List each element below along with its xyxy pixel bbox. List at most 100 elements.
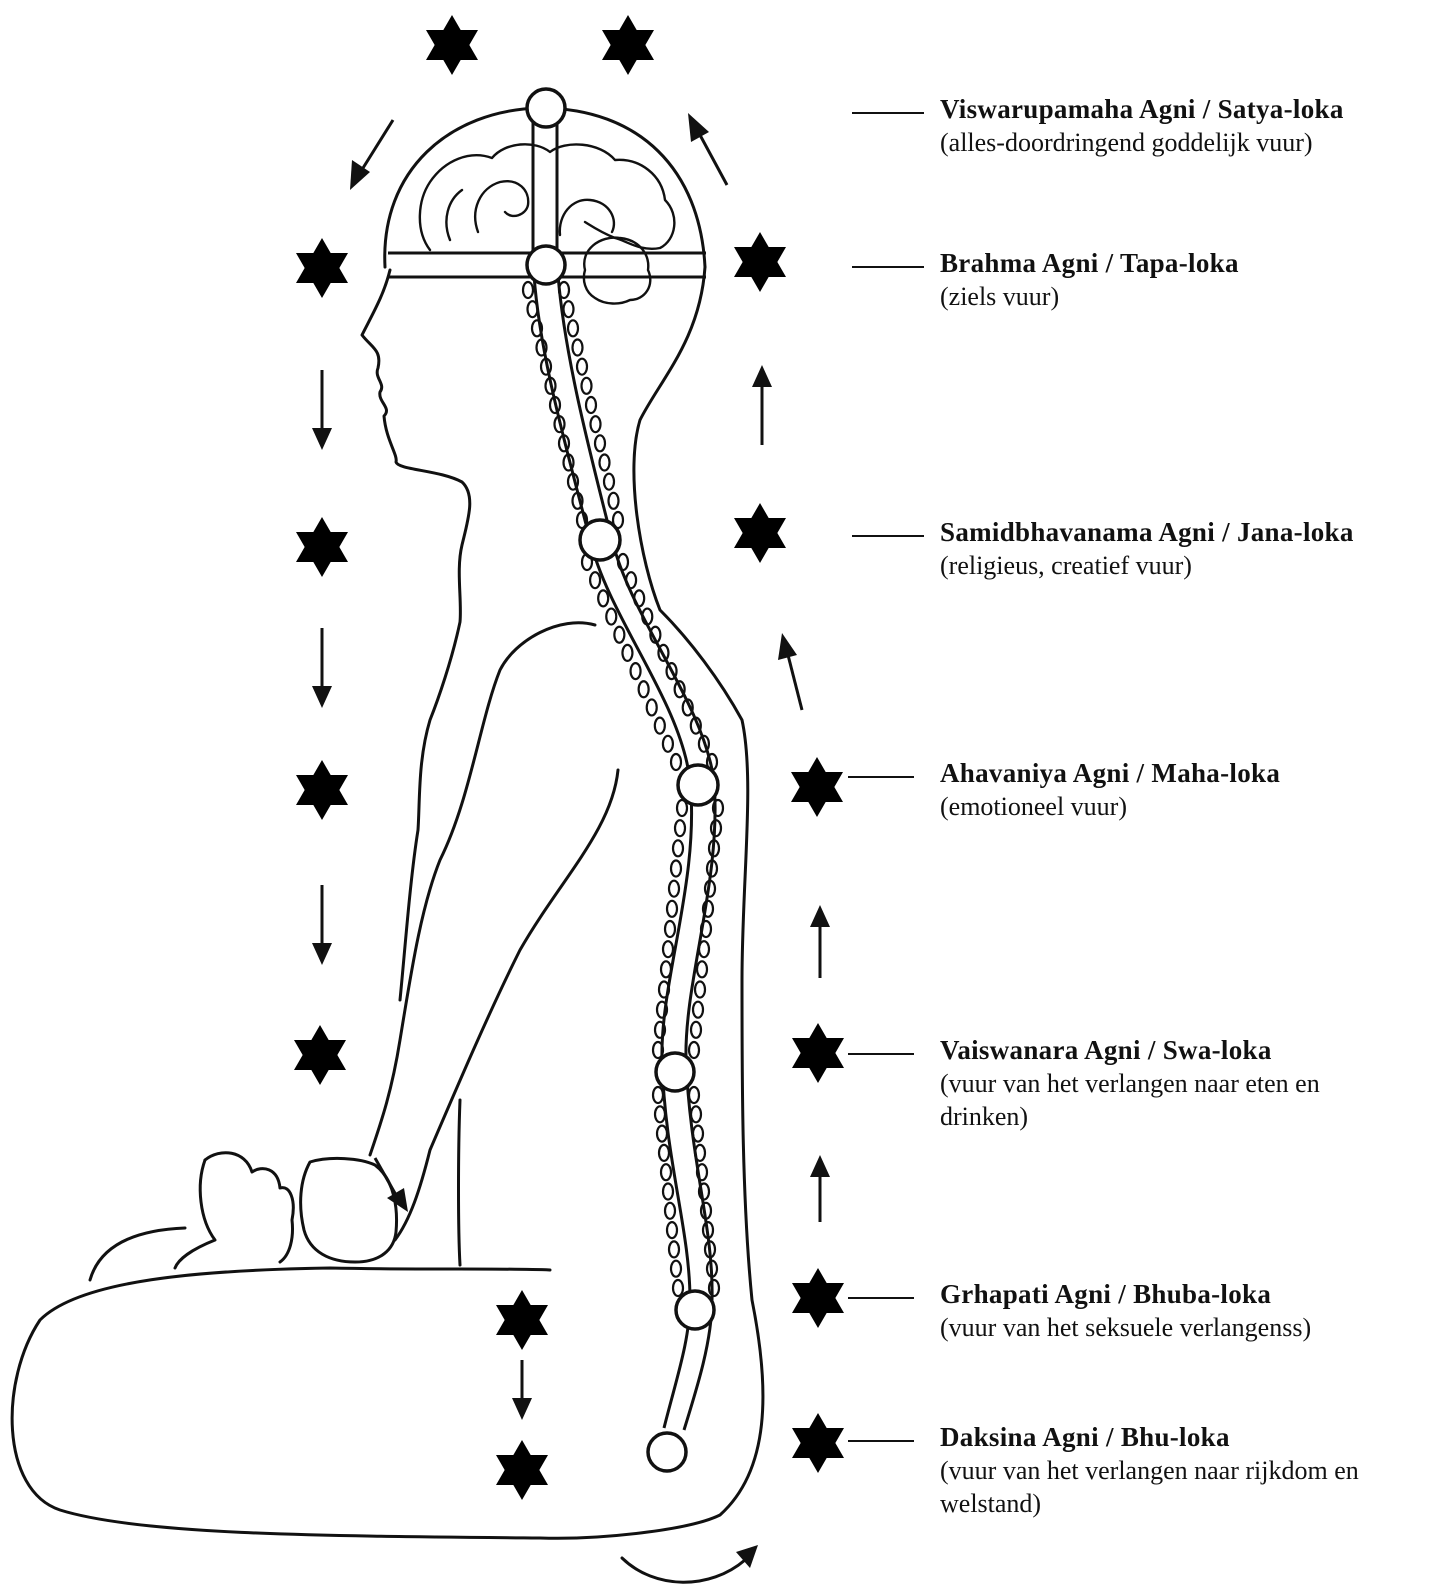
spinal-coil <box>669 881 679 897</box>
spinal-coil <box>631 663 641 679</box>
spinal-coil <box>595 435 605 451</box>
spinal-coil <box>673 840 683 856</box>
level-name: Ahavaniya Agni / Maha-loka <box>940 756 1410 790</box>
spinal-coil <box>523 282 533 298</box>
spinal-coil <box>665 1203 675 1219</box>
arrow-icon <box>752 365 772 445</box>
six-pointed-star-icon <box>426 15 478 75</box>
spinal-coil <box>669 1241 679 1257</box>
spinal-coil <box>634 590 644 606</box>
spinal-coil <box>582 378 592 394</box>
six-pointed-star-icon <box>296 517 348 577</box>
spinal-coil <box>657 1126 667 1142</box>
spinal-coil <box>709 1280 719 1296</box>
arrow-icon <box>312 628 332 708</box>
spinal-coil <box>591 416 601 432</box>
six-pointed-star-icon <box>791 757 843 817</box>
stars <box>294 15 844 1500</box>
six-pointed-star-icon <box>496 1440 548 1500</box>
level-name: Daksina Agni / Bhu-loka <box>940 1420 1410 1454</box>
spinal-coil <box>639 681 649 697</box>
spinal-coil <box>695 982 705 998</box>
six-pointed-star-icon <box>734 232 786 292</box>
spinal-coil <box>675 820 685 836</box>
spinal-coil <box>568 320 578 336</box>
circle-node-icon <box>527 246 565 284</box>
level-name: Viswarupamaha Agni / Satya-loka <box>940 92 1410 126</box>
spinal-coil <box>661 1164 671 1180</box>
level-name: Grhapati Agni / Bhuba-loka <box>940 1277 1410 1311</box>
level-description: (alles-doordringend goddelijk vuur) <box>940 126 1410 159</box>
arrow-icon <box>688 113 727 185</box>
spinal-coil <box>667 1222 677 1238</box>
circle-node-icon <box>527 89 565 127</box>
spinal-coil <box>691 1106 701 1122</box>
arrow-icon <box>512 1360 532 1420</box>
arrow-icon <box>312 885 332 965</box>
spinal-coil <box>604 474 614 490</box>
spinal-coil <box>693 1126 703 1142</box>
level-description: (emotioneel vuur) <box>940 790 1410 823</box>
spinal-coil <box>697 961 707 977</box>
six-pointed-star-icon <box>602 15 654 75</box>
level-description: (religieus, creatief vuur) <box>940 549 1410 582</box>
six-pointed-star-icon <box>792 1413 844 1473</box>
six-pointed-star-icon <box>734 503 786 563</box>
level-description: (vuur van het verlangen naar eten en dri… <box>940 1067 1380 1133</box>
arrow-icon <box>810 905 830 978</box>
level-description: (vuur van het verlangen naar rijkdom en … <box>940 1454 1410 1520</box>
spinal-coil <box>671 754 681 770</box>
six-pointed-star-icon <box>296 760 348 820</box>
figure-outline <box>12 108 763 1538</box>
label-connector-line <box>848 1053 914 1055</box>
flow-arrows <box>312 113 830 1582</box>
spinal-coil <box>665 921 675 937</box>
spinal-coil <box>564 301 574 317</box>
arrow-icon <box>778 633 802 710</box>
spinal-coil <box>647 699 657 715</box>
spinal-coil <box>606 609 616 625</box>
arrow-icon <box>350 120 393 190</box>
spinal-coil <box>689 1042 699 1058</box>
spinal-coil <box>614 627 624 643</box>
spinal-coil <box>600 455 610 471</box>
spinal-coil <box>673 1280 683 1296</box>
label-connector-line <box>852 112 924 114</box>
level-description: (ziels vuur) <box>940 280 1410 313</box>
spinal-coil <box>663 1184 673 1200</box>
arrow-icon <box>375 1158 408 1212</box>
spinal-coil <box>663 941 673 957</box>
level-name: Vaiswanara Agni / Swa-loka <box>940 1033 1380 1067</box>
spinal-coil <box>622 645 632 661</box>
six-pointed-star-icon <box>496 1290 548 1350</box>
spinal-coil <box>655 718 665 734</box>
spinal-coil <box>590 572 600 588</box>
spinal-coil <box>667 901 677 917</box>
spinal-coil <box>691 1022 701 1038</box>
label-connector-line <box>852 266 924 268</box>
spinal-coil <box>689 1087 699 1103</box>
spinal-coil <box>663 736 673 752</box>
spinal-coil <box>671 1261 681 1277</box>
spinal-coil <box>626 572 636 588</box>
arrow-icon <box>622 1545 758 1582</box>
level-name: Brahma Agni / Tapa-loka <box>940 246 1410 280</box>
six-pointed-star-icon <box>792 1268 844 1328</box>
spinal-coil <box>586 397 596 413</box>
arrow-icon <box>312 370 332 450</box>
six-pointed-star-icon <box>296 238 348 298</box>
spinal-coil <box>661 961 671 977</box>
level-description: (vuur van het seksuele verlangenss) <box>940 1311 1410 1344</box>
spinal-coil <box>577 359 587 375</box>
six-pointed-star-icon <box>792 1023 844 1083</box>
circle-node-icon <box>580 520 620 560</box>
spinal-coil <box>573 340 583 356</box>
spinal-coil <box>528 301 538 317</box>
label-connector-line <box>848 1440 914 1442</box>
spinal-coil <box>598 590 608 606</box>
spinal-coil <box>655 1106 665 1122</box>
label-connector-line <box>848 1297 914 1299</box>
label-connector-line <box>852 535 924 537</box>
spinal-coil <box>659 1145 669 1161</box>
spinal-coil <box>671 861 681 877</box>
